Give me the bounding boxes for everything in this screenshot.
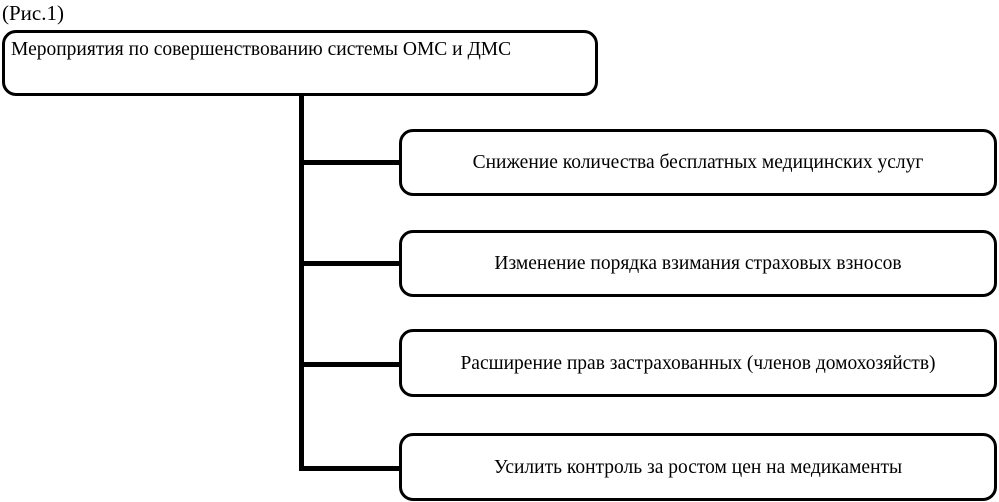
child-node-3-label: Расширение прав застрахованных (членов д… xyxy=(460,352,936,374)
connector-branch-2 xyxy=(299,261,401,266)
child-node-4-label: Усилить контроль за ростом цен на медика… xyxy=(493,456,903,478)
connector-branch-1 xyxy=(299,160,401,165)
child-node-2-label: Изменение порядка взимания страховых взн… xyxy=(494,253,902,274)
connector-trunk xyxy=(299,95,304,471)
connector-branch-3 xyxy=(299,362,401,367)
child-node-1[interactable]: Снижение количества бесплатных медицинск… xyxy=(399,129,997,196)
child-node-2[interactable]: Изменение порядка взимания страховых взн… xyxy=(399,230,997,297)
connector-branch-4 xyxy=(299,466,401,471)
root-node-label: Мероприятия по совершенствованию системы… xyxy=(11,39,512,60)
figure-caption: (Рис.1) xyxy=(2,1,64,25)
root-node[interactable]: Мероприятия по совершенствованию системы… xyxy=(2,30,598,96)
child-node-4[interactable]: Усилить контроль за ростом цен на медика… xyxy=(399,433,997,501)
child-node-3[interactable]: Расширение прав застрахованных (членов д… xyxy=(399,329,997,397)
child-node-1-label: Снижение количества бесплатных медицинск… xyxy=(472,152,924,173)
